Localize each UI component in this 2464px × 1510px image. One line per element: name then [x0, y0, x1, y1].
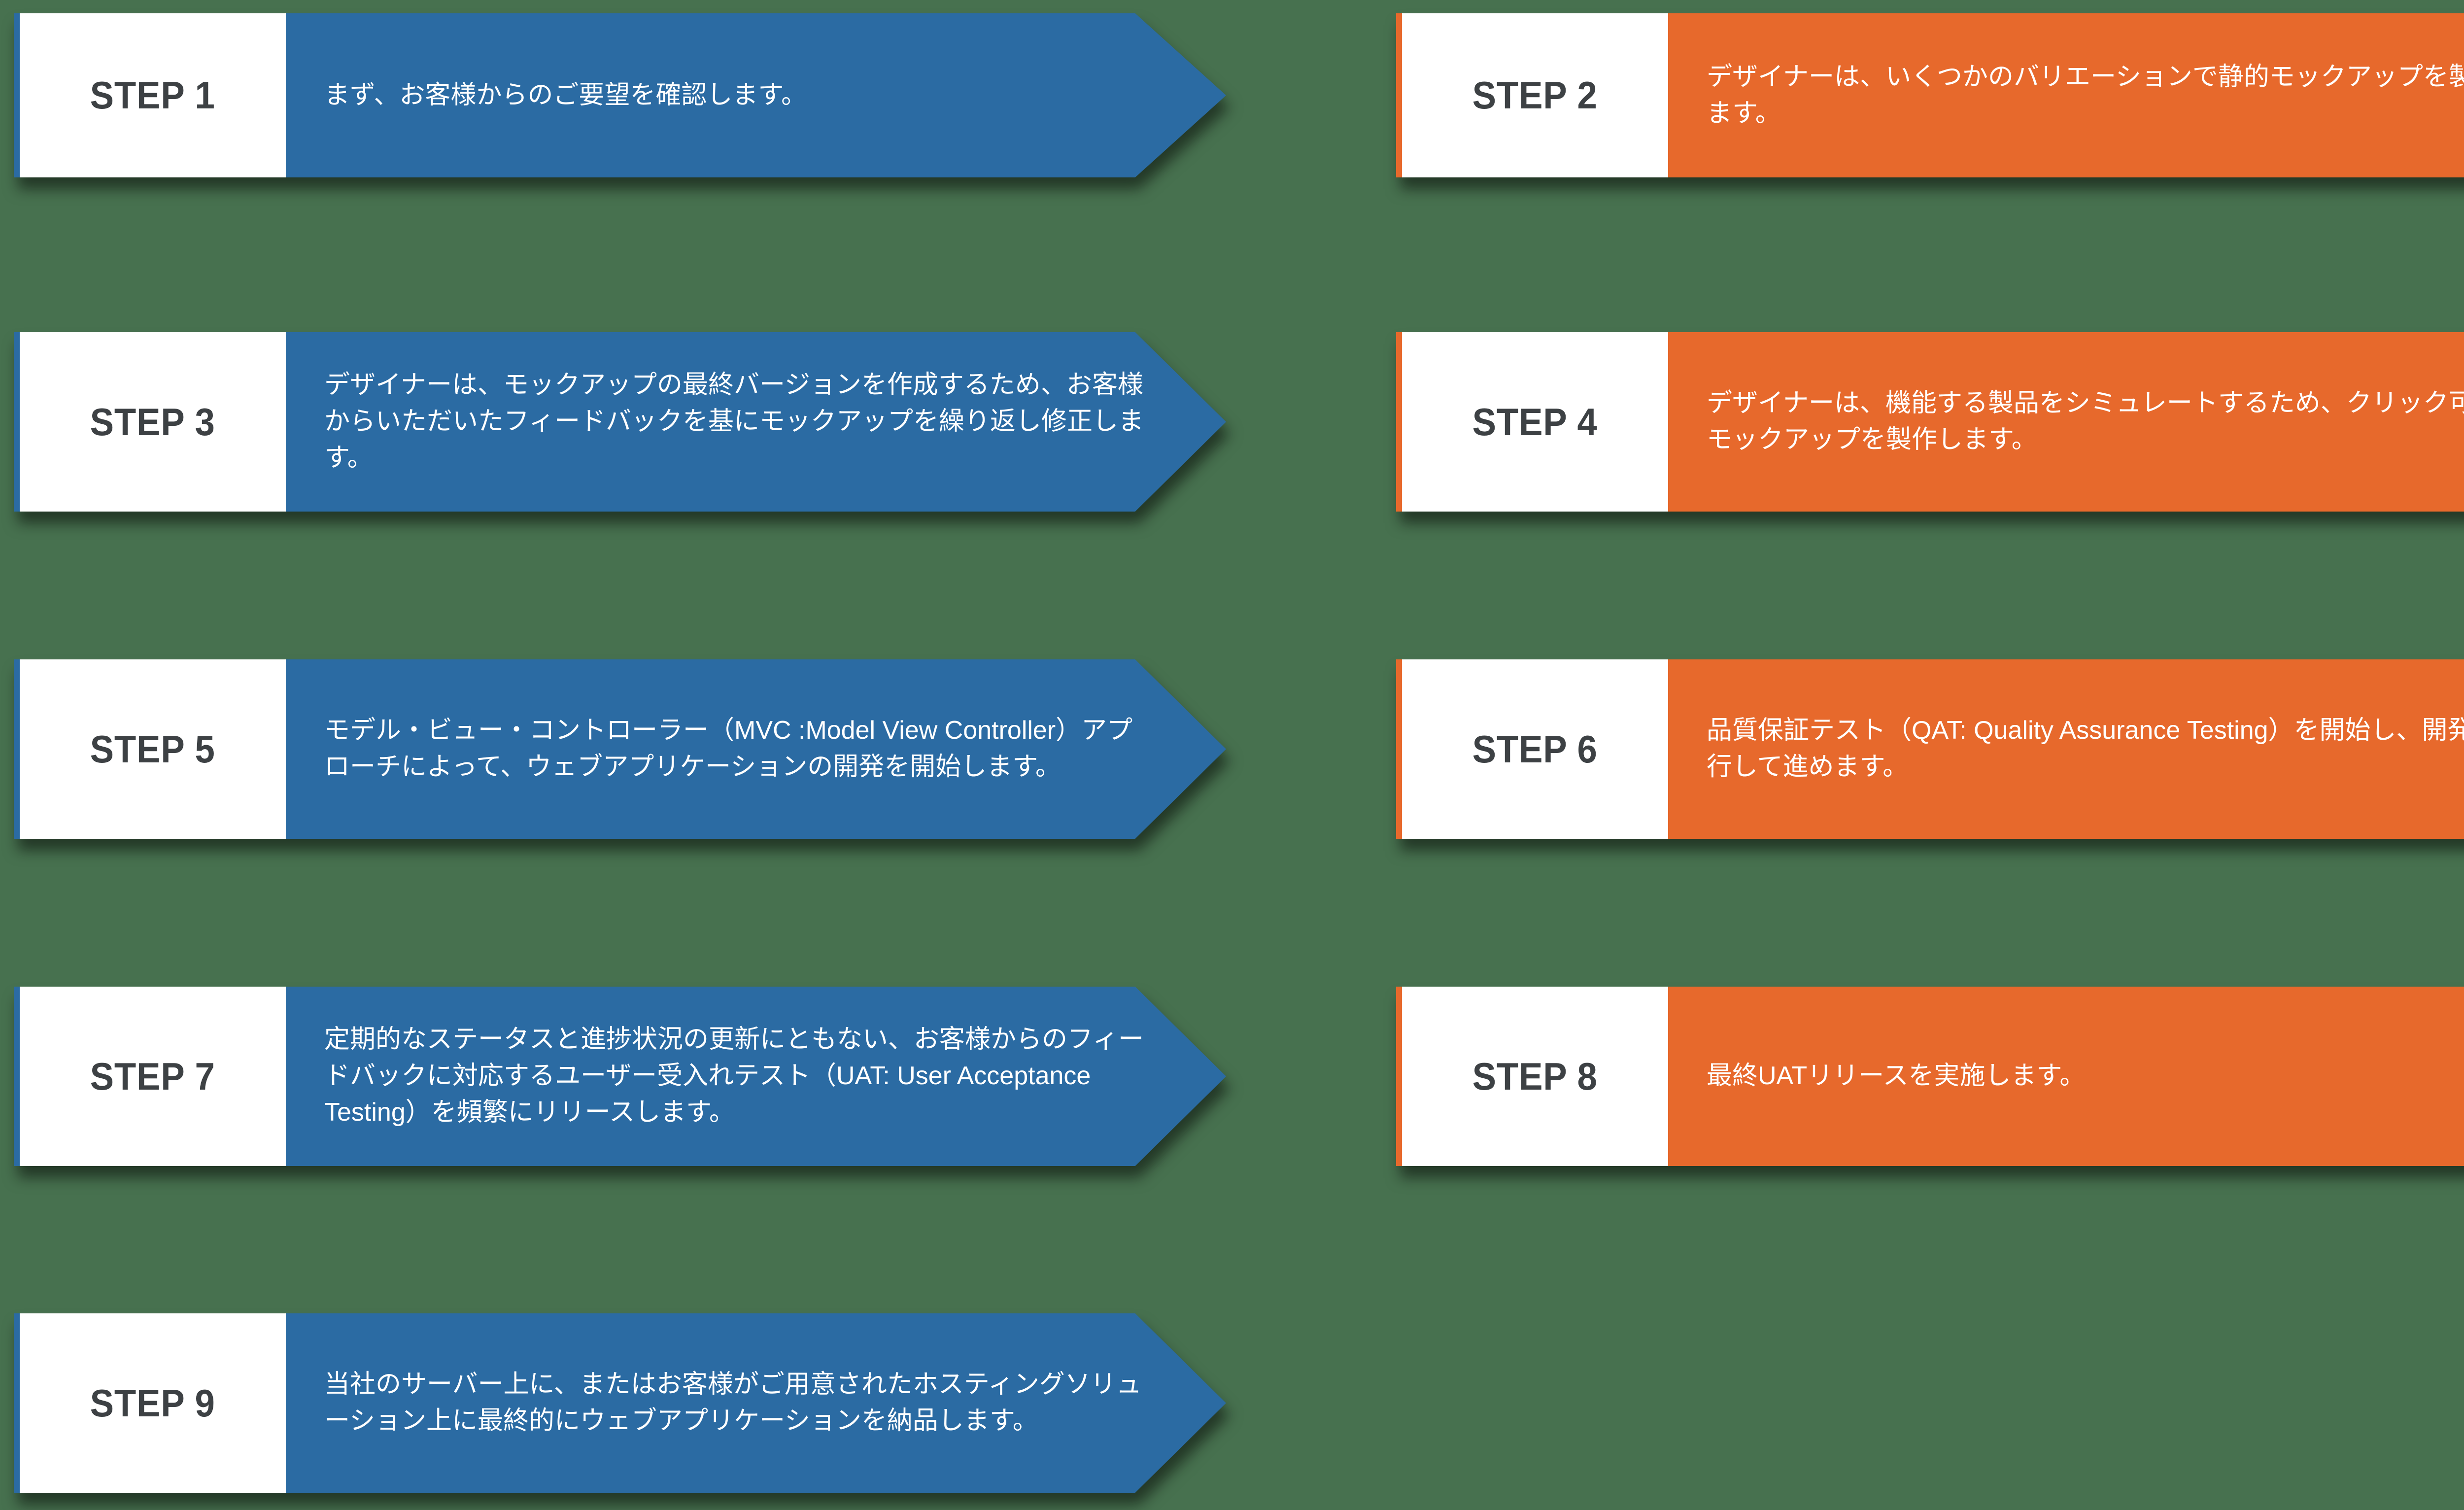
step-label: STEP 6: [1472, 727, 1598, 771]
step-banner-5: STEP 5 モデル・ビュー・コントローラー（MVC :Model View C…: [14, 659, 1226, 839]
step-label: STEP 7: [90, 1054, 216, 1098]
step-label: STEP 9: [90, 1381, 216, 1425]
step-label: STEP 8: [1472, 1054, 1598, 1098]
step-banner-6: STEP 6 品質保証テスト（QAT: Quality Assurance Te…: [1396, 659, 2464, 839]
step-label-box: STEP 7: [20, 987, 286, 1166]
step-banner-1: STEP 1 まず、お客様からのご要望を確認します。: [14, 13, 1226, 177]
step-description: まず、お客様からのご要望を確認します。: [324, 80, 807, 109]
step-banner-9: STEP 9 当社のサーバー上に、またはお客様がご用意されたホスティングソリュー…: [14, 1313, 1226, 1493]
step-description: モデル・ビュー・コントローラー（MVC :Model View Controll…: [324, 716, 1133, 781]
step-label-box: STEP 9: [20, 1313, 286, 1493]
step-label-box: STEP 3: [20, 332, 286, 512]
step-label-box: STEP 8: [1402, 987, 1668, 1166]
step-description: 品質保証テスト（QAT: Quality Assurance Testing）を…: [1707, 716, 2464, 781]
step-description: デザイナーは、機能する製品をシミュレートするため、クリック可能なモックアップを製…: [1707, 389, 2464, 454]
step-banner-4: STEP 4 デザイナーは、機能する製品をシミュレートするため、クリック可能なモ…: [1396, 332, 2464, 512]
step-banner-7: STEP 7 定期的なステータスと進捗状況の更新にともない、お客様からのフィード…: [14, 987, 1226, 1166]
step-label: STEP 5: [90, 727, 216, 771]
step-description: 最終UATリリースを実施します。: [1707, 1062, 2086, 1091]
step-description: デザイナーは、いくつかのバリエーションで静的モックアップを製作します。: [1707, 62, 2464, 128]
step-label: STEP 2: [1472, 73, 1598, 117]
step-label-box: STEP 2: [1402, 13, 1668, 177]
step-description: デザイナーは、モックアップの最終バージョンを作成するため、お客様からいただいたフ…: [324, 371, 1144, 472]
step-label: STEP 3: [90, 400, 216, 444]
step-description: 定期的なステータスと進捗状況の更新にともない、お客様からのフィードバックに対応す…: [324, 1025, 1144, 1127]
step-label-box: STEP 1: [20, 13, 286, 177]
step-label-box: STEP 5: [20, 659, 286, 839]
step-banner-8: STEP 8 最終UATリリースを実施します。: [1396, 987, 2464, 1166]
step-description: 当社のサーバー上に、またはお客様がご用意されたホスティングソリューション上に最終…: [324, 1370, 1142, 1435]
step-label-box: STEP 6: [1402, 659, 1668, 839]
step-label: STEP 4: [1472, 400, 1598, 444]
step-label-box: STEP 4: [1402, 332, 1668, 512]
step-banner-2: STEP 2 デザイナーは、いくつかのバリエーションで静的モックアップを製作しま…: [1396, 13, 2464, 177]
step-banner-3: STEP 3 デザイナーは、モックアップの最終バージョンを作成するため、お客様か…: [14, 332, 1226, 512]
step-label: STEP 1: [90, 73, 216, 117]
